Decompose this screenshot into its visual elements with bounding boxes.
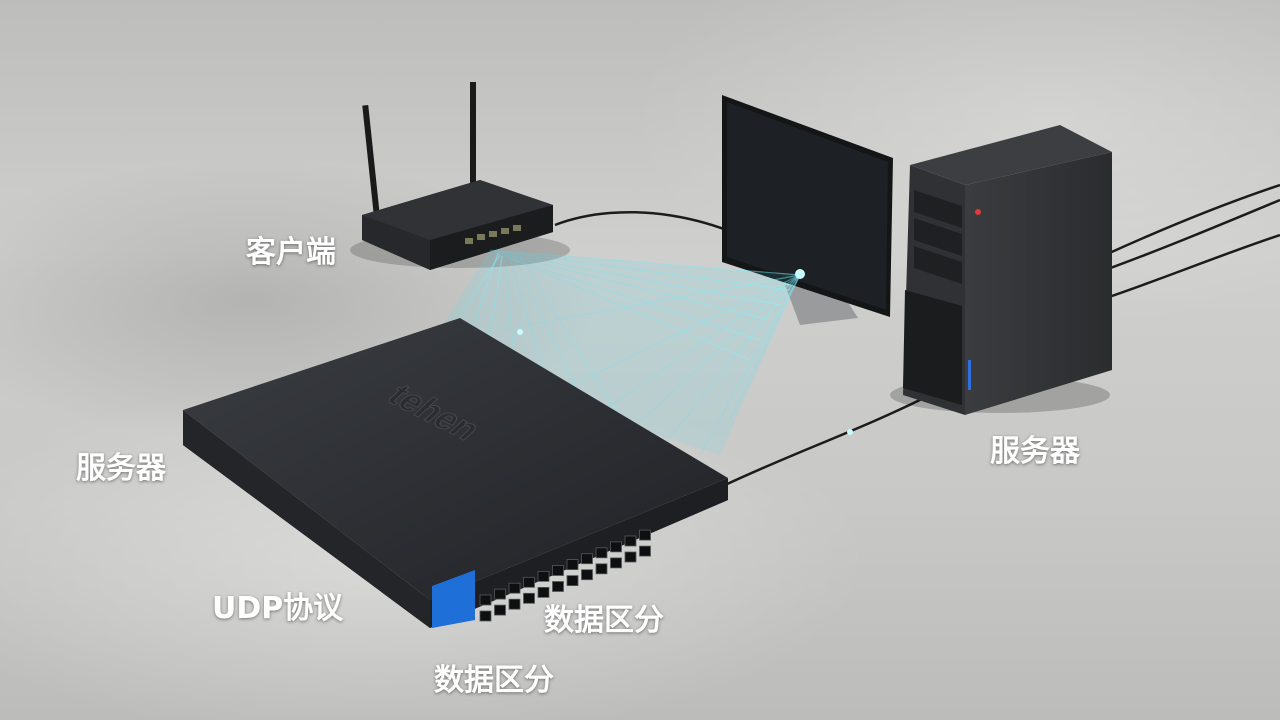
- switch-port: [624, 551, 637, 563]
- switch-ports: [479, 529, 651, 622]
- switch-port: [595, 563, 608, 575]
- switch-port: [494, 604, 506, 616]
- switch-port: [494, 588, 506, 600]
- beam-node-mid: [517, 329, 523, 335]
- tower-front-bays: [914, 190, 962, 284]
- label-data-split-a: 数据区分: [544, 603, 664, 638]
- beam-node-monitor: [795, 269, 805, 279]
- switch-port: [581, 553, 593, 565]
- beam-glow: [420, 250, 800, 455]
- switch-port: [508, 598, 521, 610]
- tower-server: [890, 125, 1112, 415]
- switch-port: [610, 557, 622, 569]
- label-data-split-b: 数据区分: [434, 663, 554, 698]
- switch-port: [523, 576, 535, 588]
- switch-port: [624, 535, 637, 547]
- switch-port: [479, 594, 492, 606]
- switch-port: [595, 547, 608, 559]
- switch-port: [552, 581, 564, 592]
- switch-port: [508, 582, 521, 594]
- network-switch: tehen: [183, 318, 728, 628]
- monitor: [722, 95, 893, 325]
- beam-node-cable: [847, 429, 853, 435]
- router: [350, 82, 570, 270]
- switch-port: [537, 571, 550, 582]
- switch-blue-panel: [432, 570, 475, 628]
- switch-port: [610, 541, 622, 553]
- data-beams: [429, 249, 801, 456]
- switch-port: [639, 545, 651, 557]
- switch-port: [566, 559, 579, 570]
- switch-port: [552, 565, 564, 576]
- label-udp-protocol: UDP协议: [212, 591, 344, 626]
- switch-port: [479, 610, 492, 622]
- switch-port: [639, 529, 651, 541]
- router-ports: [465, 225, 521, 244]
- label-server-right: 服务器: [990, 434, 1080, 469]
- switch-port: [566, 575, 579, 586]
- switch-port: [523, 592, 535, 604]
- label-server-left: 服务器: [76, 451, 166, 486]
- switch-port: [581, 569, 593, 581]
- switch-port: [537, 587, 550, 598]
- label-client: 客户端: [246, 235, 336, 270]
